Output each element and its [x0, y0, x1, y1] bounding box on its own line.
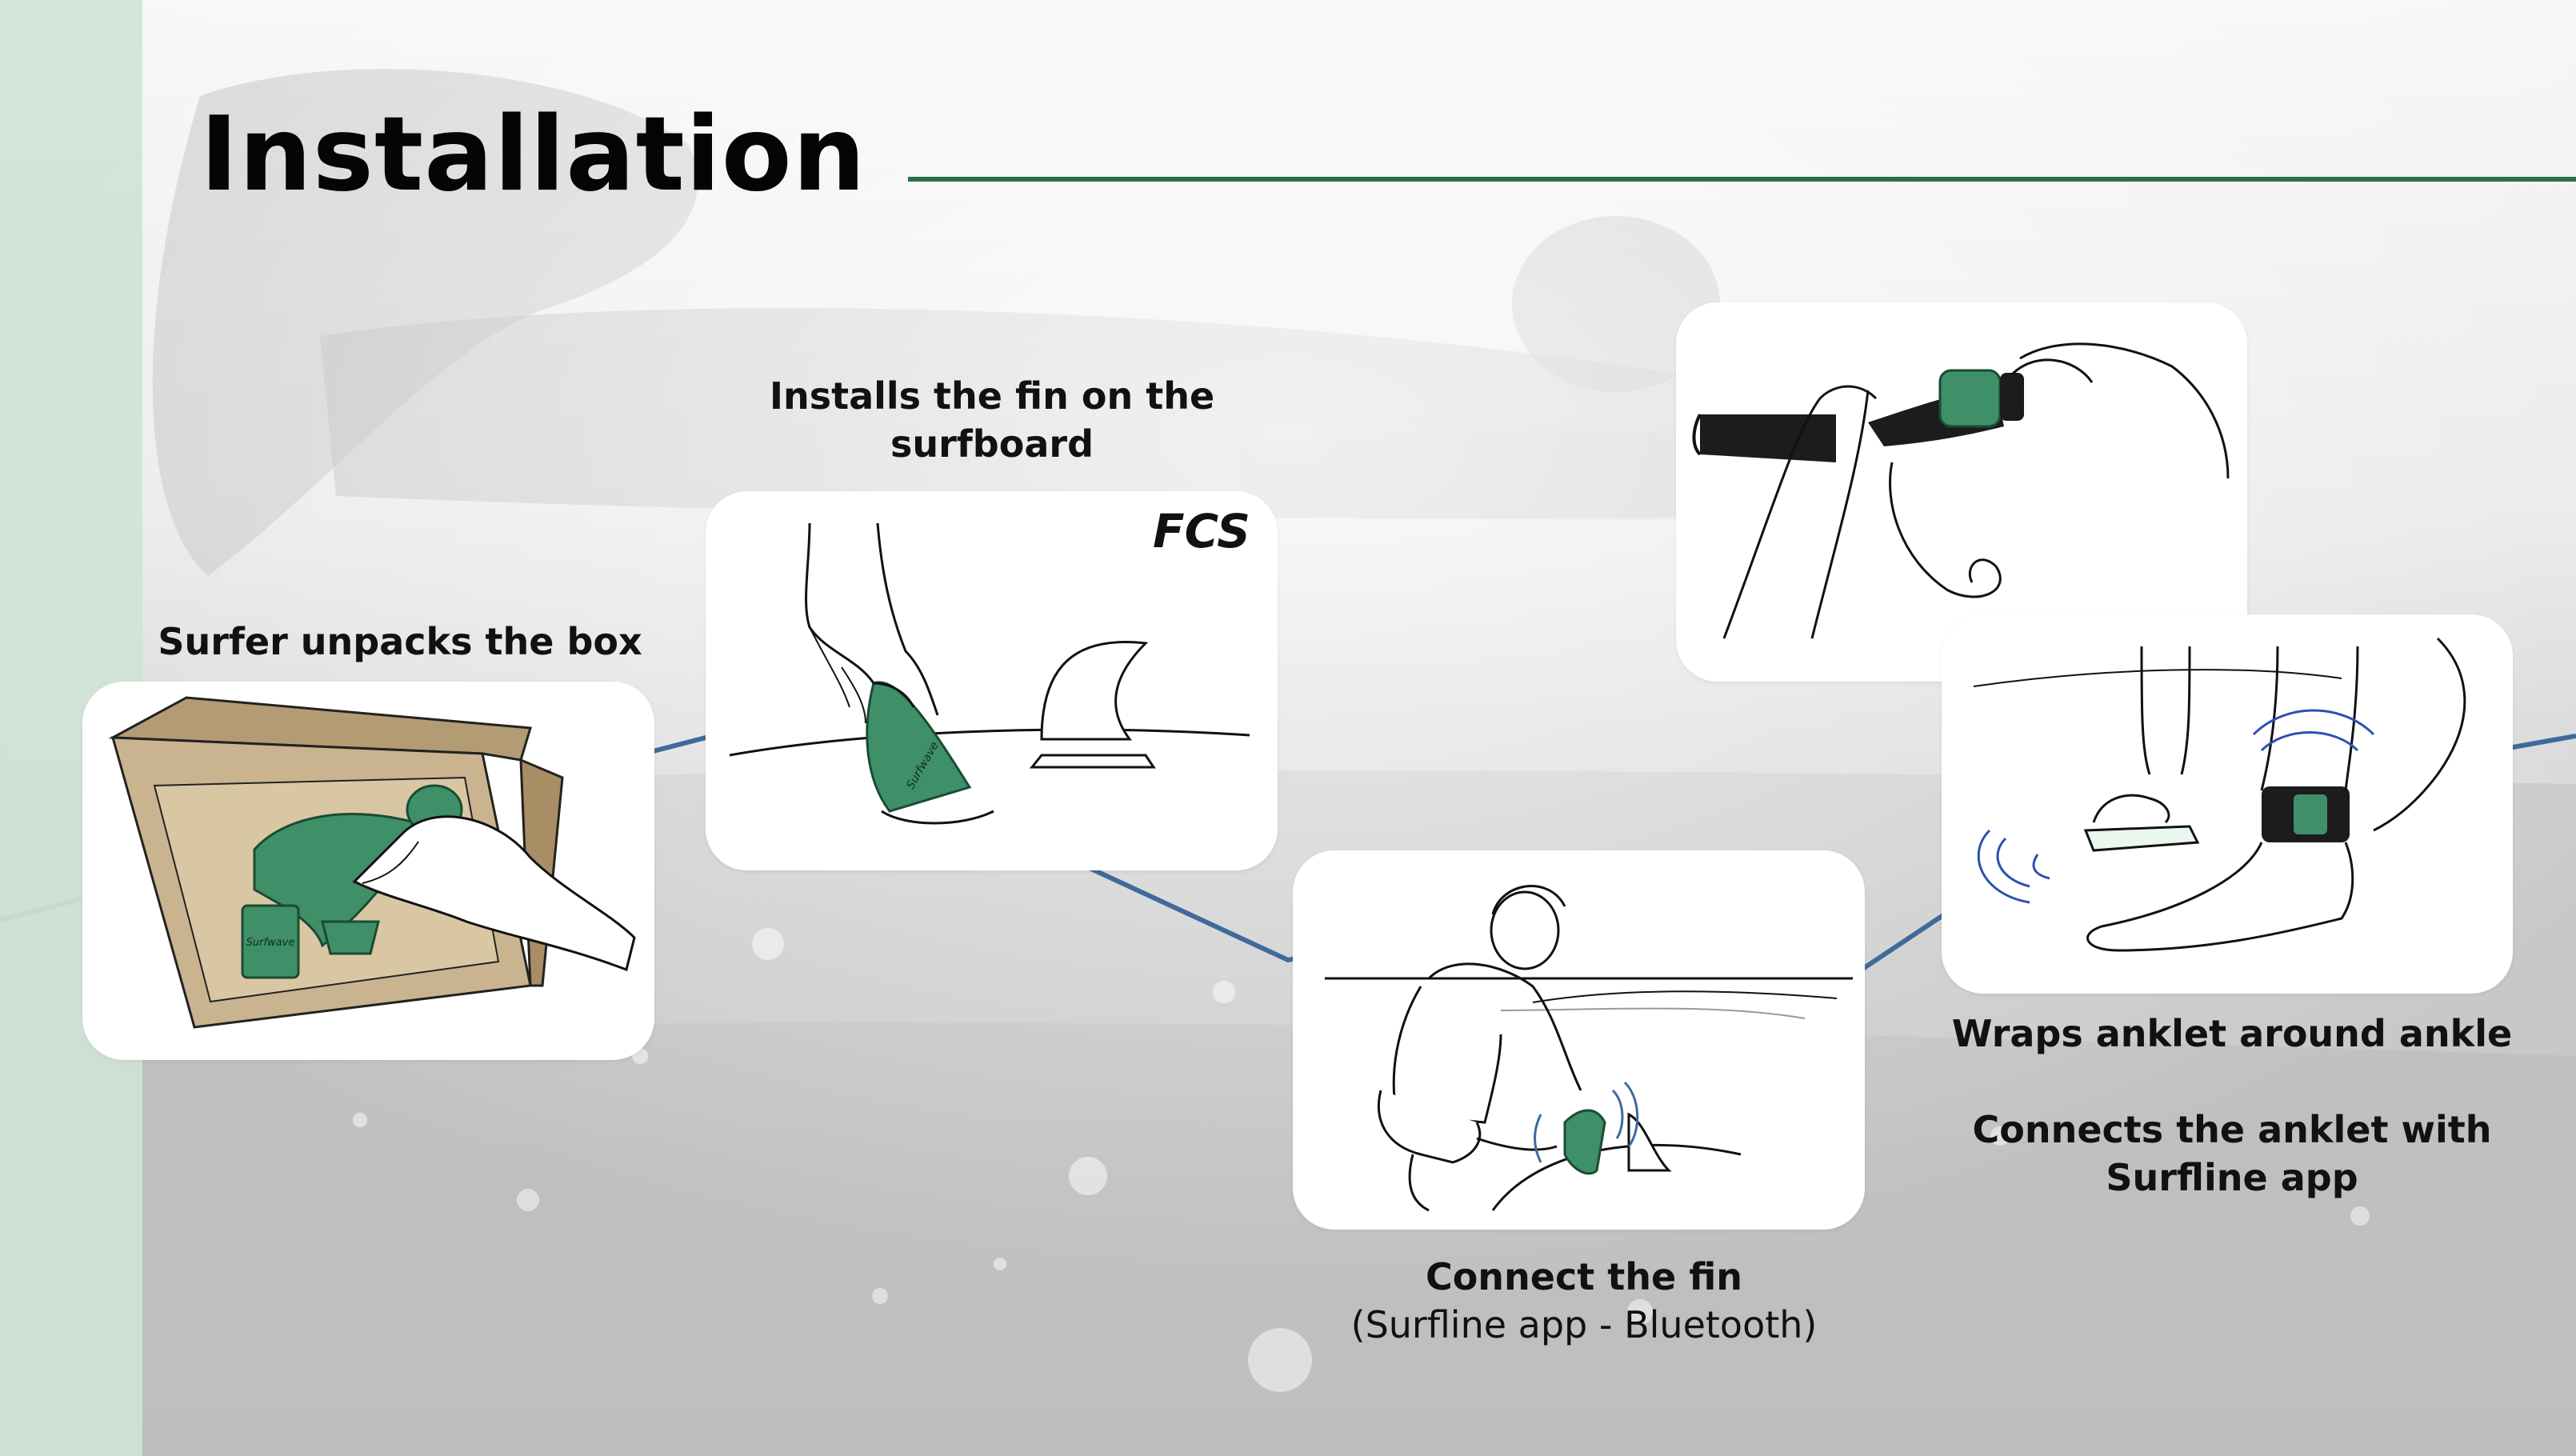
connect-fin-subcaption: (Surfline app - Bluetooth)	[1304, 1301, 1864, 1349]
install-fin-card: FCS Surfwave	[706, 491, 1278, 870]
connect-anklet-caption-line2: Surfline app	[1936, 1154, 2528, 1202]
ankle-phone-illustration	[1942, 614, 2513, 994]
unpack-card: Surfwave	[82, 682, 654, 1060]
title-rule	[908, 177, 2576, 182]
install-fin-caption-line1: Installs the fin on the	[712, 372, 1272, 420]
unpack-caption: Surfer unpacks the box	[120, 618, 680, 666]
install-fin-caption-line2: surfboard	[712, 420, 1272, 468]
page-title: Installation	[200, 104, 866, 206]
connect-fin-card	[1293, 850, 1865, 1230]
wrap-anklet-card	[1942, 614, 2513, 994]
fcs-logo: FCS	[1153, 504, 1250, 558]
connect-fin-caption: Connect the fin	[1304, 1253, 1864, 1301]
wrap-anklet-caption: Wraps anklet around ankle	[1936, 1010, 2528, 1058]
surfer-connect-fin-illustration	[1293, 850, 1865, 1230]
box-brand-text: Surfwave	[246, 937, 295, 949]
fin-install-illustration: FCS Surfwave	[706, 491, 1278, 870]
connect-anklet-caption-line1: Connects the anklet with	[1936, 1106, 2528, 1154]
open-box-illustration: Surfwave	[82, 682, 654, 1060]
